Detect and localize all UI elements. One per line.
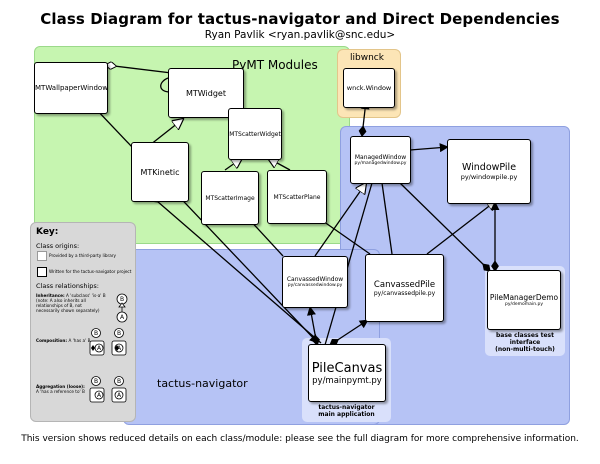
key-inheritance-arrowhead <box>118 302 126 308</box>
key-inheritance-text: Inheritance: A 'subclass' 'is-a' B (note… <box>36 293 106 313</box>
key-aggregation-b-circle-2 <box>114 376 124 386</box>
class-mtscatterwidget: MTScatterWidget <box>228 108 282 160</box>
key-composition-b-circle-2 <box>114 328 124 338</box>
key-origin-project: Written for the tactus-navigator project <box>49 269 132 274</box>
project-swatch <box>37 267 47 277</box>
class-windowpile: WindowPile py/windowpile.py <box>447 139 531 204</box>
key-aggregation-b-letter-1: B <box>94 378 98 385</box>
class-mtwallpaperwindow: MTWallpaperWindow <box>34 62 108 114</box>
edge-kinetic-to-widget <box>149 119 183 146</box>
edge-canvassedwindow-to-managedwindow <box>314 183 366 257</box>
libwnck-region-label: libwnck <box>350 53 384 63</box>
class-pilemanagerdemo: PileManagerDemo py/demomain.py <box>487 270 561 330</box>
key-aggregation-a-circle-2 <box>114 390 124 400</box>
diagram-title: Class Diagram for tactus-navigator and D… <box>40 10 560 28</box>
edge-pilecanvas-to-canvassedwindow <box>307 306 320 346</box>
edge-widget-self <box>160 77 171 93</box>
class-canvassedwindow: CanvassedWindow py/canvassedwindow.py <box>282 256 348 308</box>
key-origin-third-party: Provided by a third-party library <box>49 253 117 258</box>
class-managedwindow: ManagedWindow py/managedwindow.py <box>350 136 411 184</box>
key-aggregation-a-letter-2: A <box>117 392 122 399</box>
edge-scatterplane-to-scatterwidget <box>268 158 291 171</box>
edge-canvassedpile-to-managedwindow <box>381 182 393 255</box>
key-origins-heading: Class origins: <box>36 242 80 250</box>
key-aggregation-text: Aggregation (loose):A 'has a reference t… <box>36 384 85 394</box>
key-relationship-symbols: B A B A B A B A B A <box>89 293 128 403</box>
legend-key-box: Key: Class origins: Provided by a third-… <box>30 222 136 422</box>
key-composition-b-letter-2: B <box>117 330 121 337</box>
diagram-author: Ryan Pavlik <ryan.pavlik@snc.edu> <box>204 29 396 41</box>
footer-note: This version shows reduced details on ea… <box>21 434 579 444</box>
tactus-region-label: tactus-navigator <box>157 377 248 390</box>
pymt-region-label: PyMT Modules <box>232 58 318 72</box>
edge-pilecanvas-to-canvassedpile <box>329 319 369 346</box>
key-composition-diamond-2 <box>115 345 119 351</box>
key-inheritance-a-letter: A <box>120 314 125 321</box>
key-composition-b-letter-1: B <box>94 330 98 337</box>
key-aggregation-b-letter-2: B <box>117 378 121 385</box>
key-composition-a-letter-2: A <box>117 345 122 352</box>
key-aggregation-a-circle-1 <box>94 390 104 400</box>
edge-scatterimage-to-scatterwidget <box>224 158 242 171</box>
main-app-caption: tactus-navigator main application <box>318 404 375 418</box>
edge-canvassedpile-to-windowpile <box>426 200 497 255</box>
key-aggregation-b-circle-1 <box>91 376 101 386</box>
class-wnck-window: wnck.Window <box>343 68 395 108</box>
edge-demo-to-managedwindow <box>399 182 491 272</box>
key-relationships-heading: Class relationships: <box>36 282 99 290</box>
class-mtscatterimage: MTScatterImage <box>201 171 259 225</box>
class-canvassedpile: CanvassedPile py/canvassedpile.py <box>365 254 444 322</box>
key-composition-b-circle-1 <box>91 328 101 338</box>
key-composition-a-letter-1: A <box>97 345 102 352</box>
edge-kinetic-to-pilecanvas <box>150 195 322 344</box>
third-party-swatch <box>37 251 47 261</box>
demo-caption: base classes test interface (non-multi-t… <box>495 332 555 353</box>
edge-wallpaper-to-pilecanvas <box>75 87 319 344</box>
edge-managedwindow-to-windowpile <box>409 143 449 153</box>
edge-pilecanvas-to-managedwindow <box>324 182 373 346</box>
key-composition-diamond-1 <box>91 345 95 351</box>
class-mtkinetic: MTKinetic <box>131 142 189 202</box>
class-mtwidget: MTWidget <box>168 68 244 118</box>
key-aggregation-a-letter-1: A <box>97 392 102 399</box>
class-mtscatterplane: MTScatterPlane <box>267 170 327 224</box>
key-composition-text: Composition: A 'has a' B <box>36 338 91 343</box>
class-pilecanvas: PileCanvas py/mainpymt.py <box>308 344 386 402</box>
key-title: Key: <box>36 227 59 237</box>
key-inheritance-b-letter: B <box>120 296 124 303</box>
